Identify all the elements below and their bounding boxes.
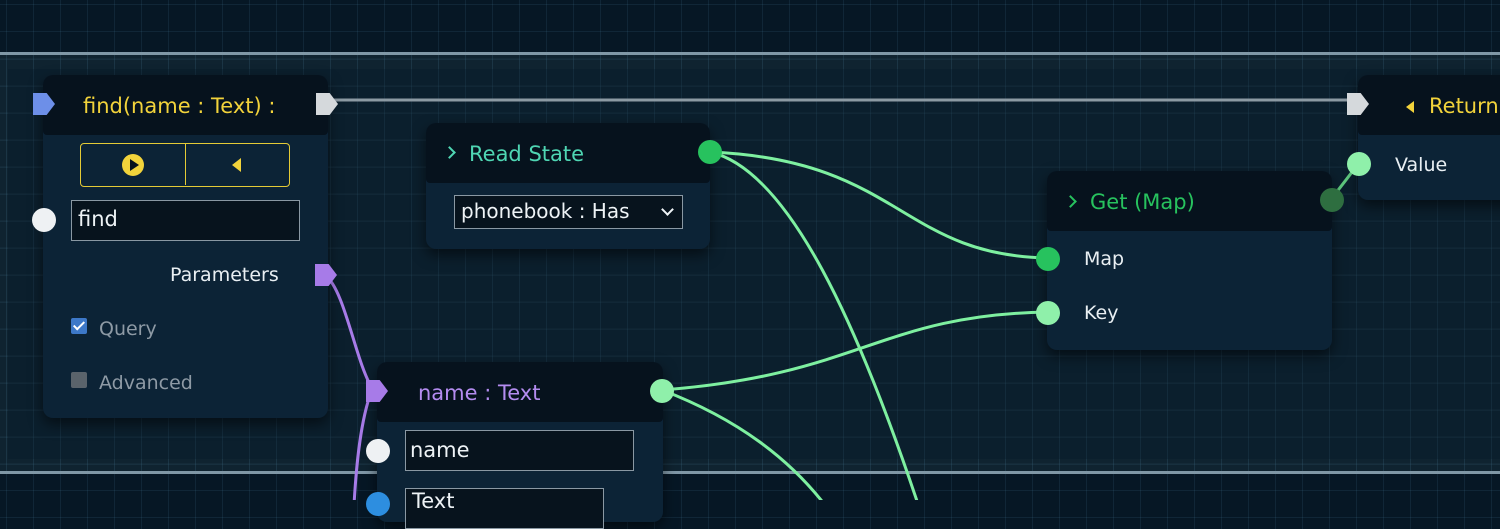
read-state-out-pin[interactable] (698, 140, 722, 164)
return-exec-in-pin[interactable] (1347, 93, 1369, 115)
function-toolbar (80, 143, 290, 187)
chevron-right-icon (1064, 195, 1077, 208)
function-node-find[interactable]: find(name : Text) : find Parameters Quer… (43, 75, 328, 418)
return-node[interactable]: Return Value (1358, 75, 1500, 200)
parameter-name-pin[interactable] (366, 439, 390, 463)
parameter-type-field[interactable]: Text (405, 488, 604, 529)
parameter-out-pin[interactable] (650, 379, 674, 403)
find-exec-out-pin[interactable] (316, 93, 338, 115)
key-in-pin[interactable] (1036, 301, 1060, 325)
state-select[interactable]: phonebook : Has (454, 195, 683, 229)
chevron-down-icon (661, 203, 674, 216)
parameter-type-pin[interactable] (366, 492, 390, 516)
caret-left-icon (1406, 101, 1414, 113)
read-state-node[interactable]: Read State phonebook : Has (426, 123, 710, 249)
parameter-name-field[interactable]: name (405, 430, 634, 471)
caret-left-icon (232, 158, 241, 172)
advanced-label: Advanced (99, 372, 193, 394)
map-in-pin[interactable] (1036, 247, 1060, 271)
return-title: Return (1429, 94, 1499, 118)
key-input-label: Key (1084, 302, 1119, 324)
parameter-title: name : Text (418, 381, 541, 405)
read-state-title: Read State (469, 142, 585, 166)
wire-state-to-map[interactable] (709, 150, 1048, 260)
read-state-header[interactable]: Read State (426, 123, 710, 183)
get-map-title: Get (Map) (1090, 190, 1195, 214)
run-button[interactable] (81, 144, 186, 185)
parameters-label: Parameters (170, 264, 279, 286)
get-map-out-pin[interactable] (1320, 188, 1344, 212)
chevron-right-icon (443, 146, 456, 159)
wire-name-down[interactable] (661, 388, 825, 500)
back-button[interactable] (186, 144, 288, 185)
find-exec-in-pin[interactable] (33, 93, 55, 115)
checkbox-icon[interactable] (71, 372, 87, 388)
function-name-field[interactable]: find (71, 200, 300, 241)
get-map-node[interactable]: Get (Map) Map Key (1047, 171, 1332, 350)
return-value-label: Value (1395, 154, 1448, 176)
checkbox-icon[interactable] (71, 318, 87, 334)
map-input-label: Map (1084, 248, 1125, 270)
wire-parameters[interactable] (323, 273, 374, 389)
parameters-out-pin[interactable] (315, 264, 337, 286)
parameter-node-name[interactable]: name : Text name Text (377, 362, 663, 529)
parameter-node-header[interactable]: name : Text (377, 362, 663, 422)
return-value-in-pin[interactable] (1347, 152, 1371, 176)
state-select-value: phonebook : Has (461, 199, 630, 223)
find-name-pin[interactable] (32, 208, 56, 232)
play-circle-icon (122, 154, 144, 176)
get-map-header[interactable]: Get (Map) (1047, 171, 1332, 231)
wire-state-down[interactable] (709, 150, 920, 500)
parameter-in-pin[interactable] (366, 380, 388, 402)
return-header[interactable]: Return (1358, 75, 1500, 135)
wire-layer (323, 98, 1360, 500)
wire-name-to-key[interactable] (661, 310, 1048, 392)
function-title: find(name : Text) : (83, 94, 276, 118)
function-node-header[interactable]: find(name : Text) : (43, 75, 328, 135)
query-label: Query (99, 318, 157, 340)
